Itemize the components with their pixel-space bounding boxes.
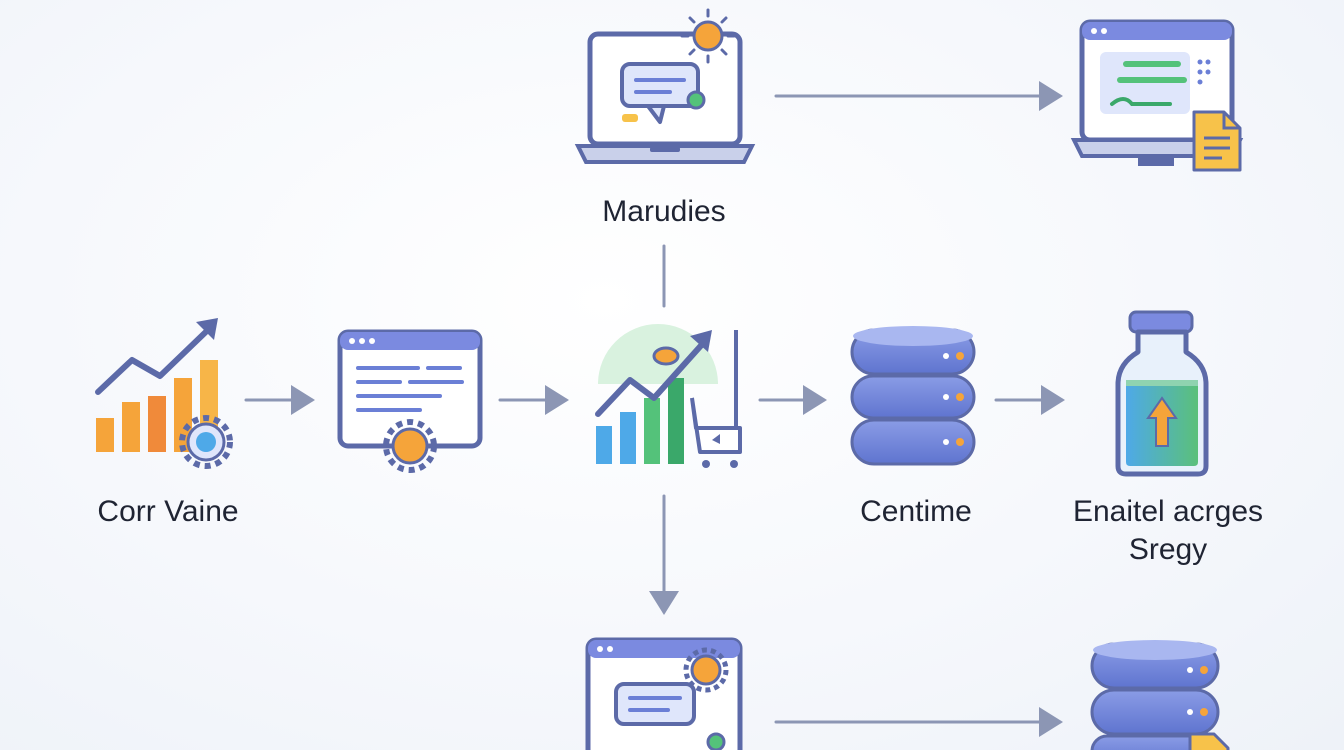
- label-marudies: Marudies: [602, 195, 726, 228]
- growth-chart-cart-icon: [595, 324, 742, 468]
- laptop-chat-icon: [574, 8, 756, 164]
- browser-chat-gear-icon: [585, 637, 743, 750]
- growth-chart-gear-icon: [95, 318, 233, 469]
- database-document-icon: [1090, 640, 1230, 750]
- sun-icon: [680, 8, 736, 64]
- label-centime: Centime: [860, 495, 972, 528]
- gear-icon: [179, 415, 233, 469]
- bottle-upload-icon: [1115, 310, 1209, 477]
- database-icon: [850, 326, 976, 466]
- browser-window-gear-icon: [337, 329, 483, 473]
- document-icon: [1192, 110, 1242, 172]
- sun-gear-icon: [383, 419, 437, 473]
- sun-gear-icon: [683, 647, 729, 693]
- label-enaitel-line2: Sregy: [1128, 533, 1208, 566]
- cart-icon: [690, 397, 742, 468]
- monitor-document-icon: [1070, 19, 1244, 172]
- connectors: [244, 81, 1065, 737]
- label-corr-vaine: Corr Vaine: [97, 495, 239, 528]
- label-enaitel-line1: Enaitel acrges: [1072, 495, 1264, 528]
